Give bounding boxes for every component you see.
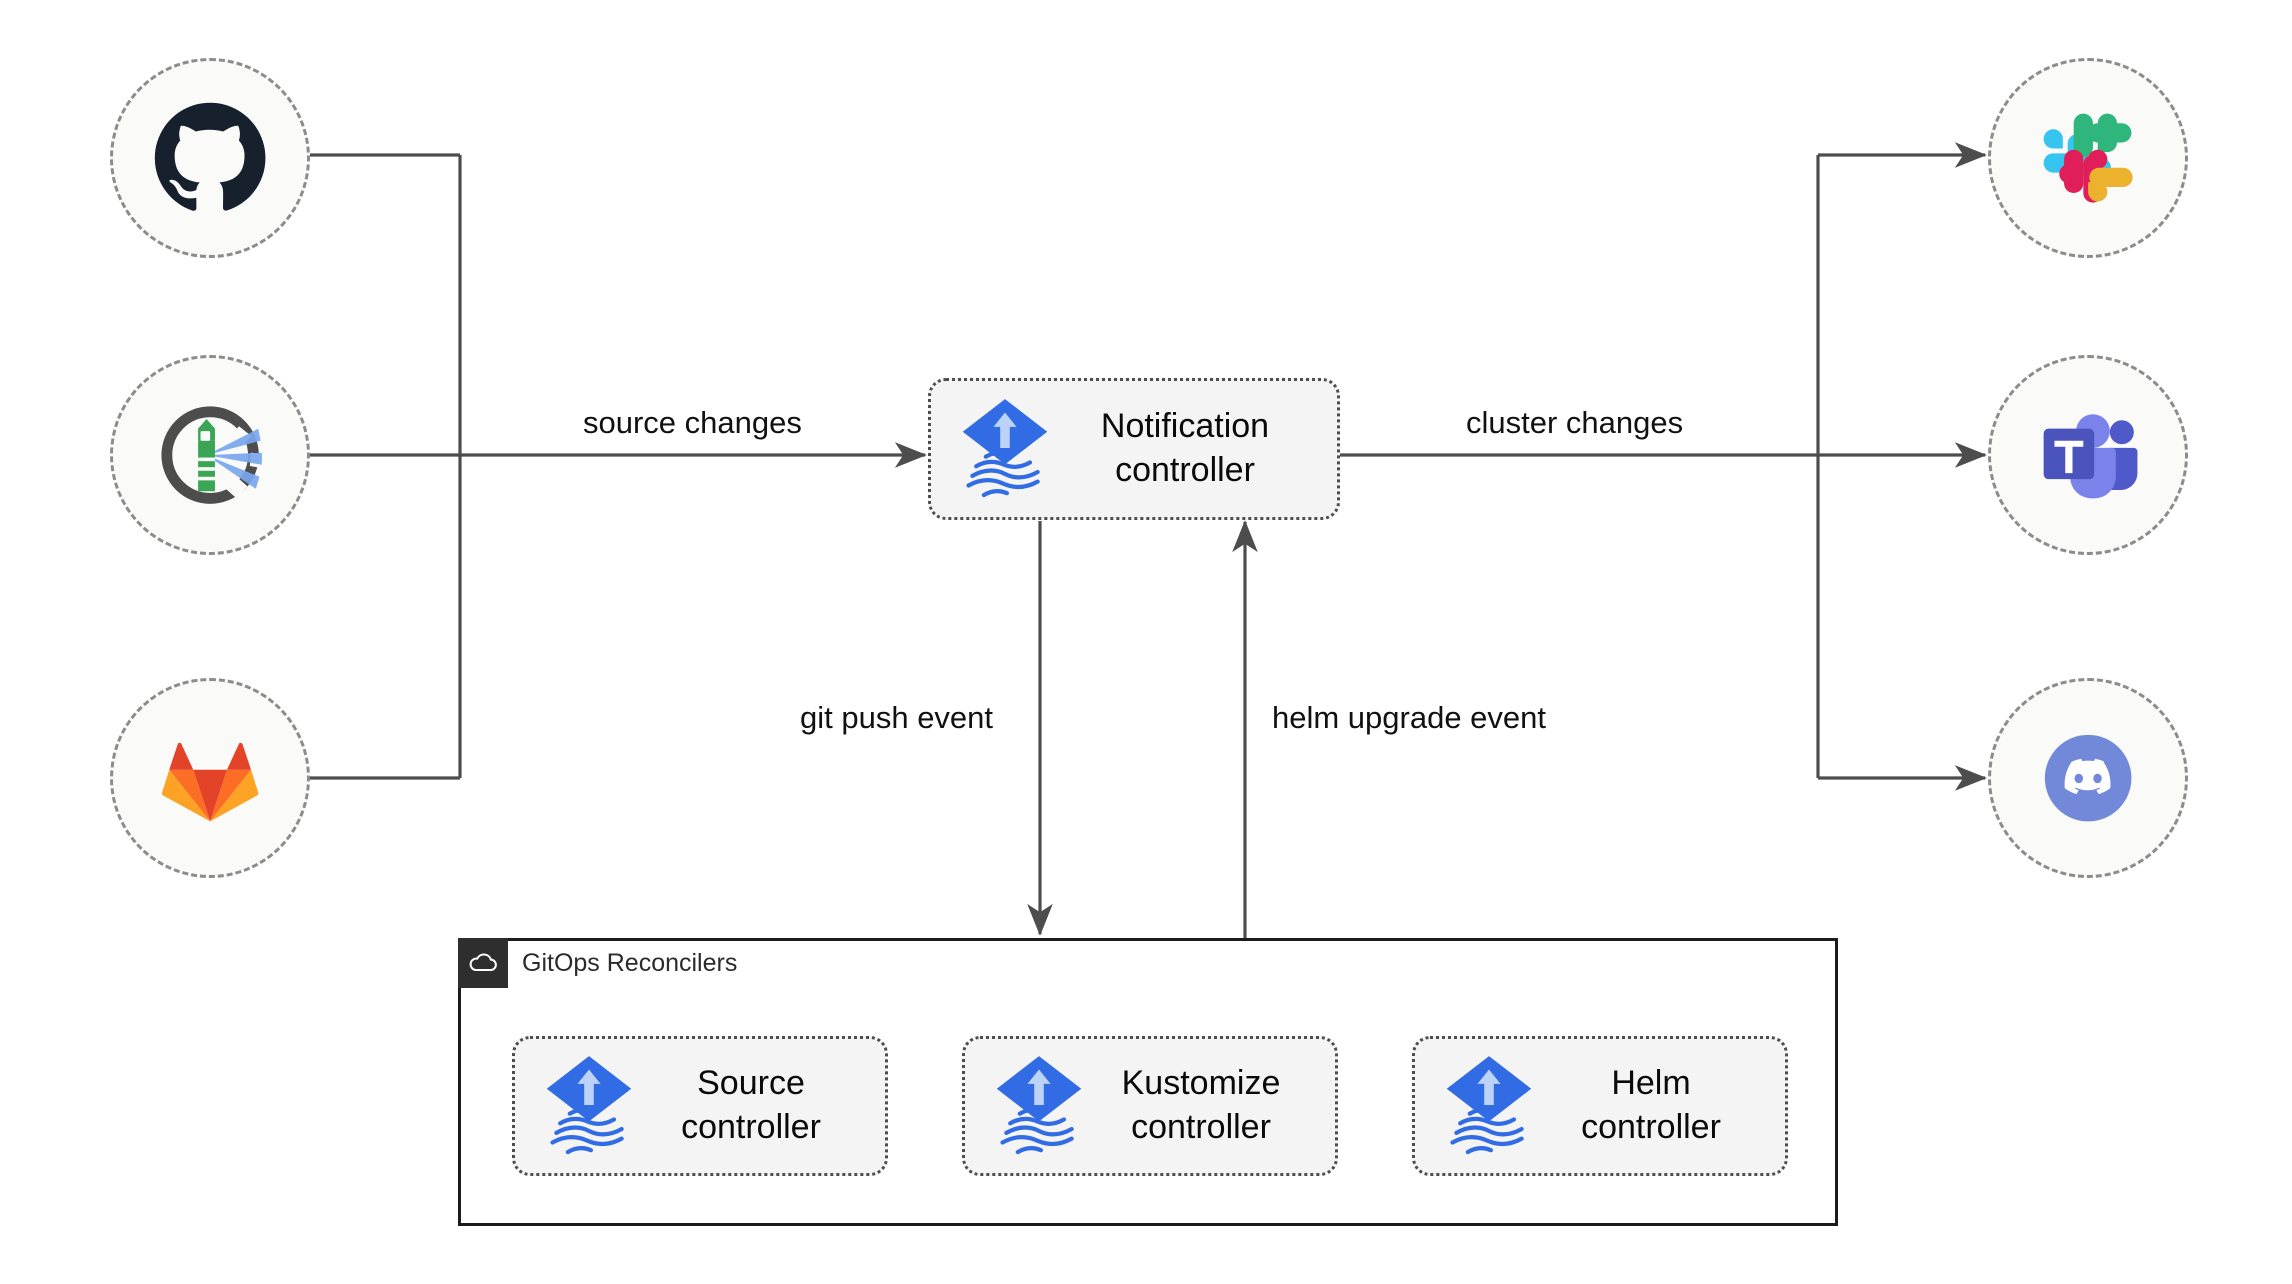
source-node-gitlab[interactable] (110, 678, 310, 878)
edge-label-cluster-changes: cluster changes (1466, 405, 1684, 440)
teams-icon (2028, 395, 2148, 515)
flux-icon (957, 395, 1053, 503)
helm-controller-label: Helm controller (1581, 1064, 1721, 1146)
target-node-slack[interactable] (1988, 58, 2188, 258)
target-node-teams[interactable] (1988, 355, 2188, 555)
edge-label-helm-upgrade-event: helm upgrade event (1272, 700, 1547, 735)
flux-icon (991, 1052, 1087, 1160)
source-node-flux[interactable] (110, 355, 310, 555)
helm-controller-box[interactable]: Helm controller (1412, 1036, 1788, 1176)
cloud-icon (458, 938, 508, 988)
flux-icon (541, 1052, 637, 1160)
kustomize-controller-box[interactable]: Kustomize controller (962, 1036, 1338, 1176)
source-controller-box[interactable]: Source controller (512, 1036, 888, 1176)
flux-icon (1441, 1052, 1537, 1160)
target-node-discord[interactable] (1988, 678, 2188, 878)
slack-icon (2028, 98, 2148, 218)
kustomize-controller-label: Kustomize controller (1121, 1064, 1281, 1146)
gitops-reconcilers-header: GitOps Reconcilers (458, 938, 737, 988)
source-node-github[interactable] (110, 58, 310, 258)
gitops-reconcilers-title: GitOps Reconcilers (522, 948, 738, 977)
edge-label-git-push-event: git push event (800, 700, 994, 735)
github-icon (150, 98, 270, 218)
source-controller-label: Source controller (681, 1064, 821, 1146)
discord-icon (2028, 718, 2148, 838)
edge-label-source-changes: source changes (583, 405, 802, 440)
notification-controller-box[interactable]: Notification controller (928, 378, 1340, 520)
notification-controller-label: Notification controller (1100, 407, 1270, 489)
gitlab-icon (150, 718, 270, 838)
flux-lighthouse-icon (150, 395, 270, 515)
